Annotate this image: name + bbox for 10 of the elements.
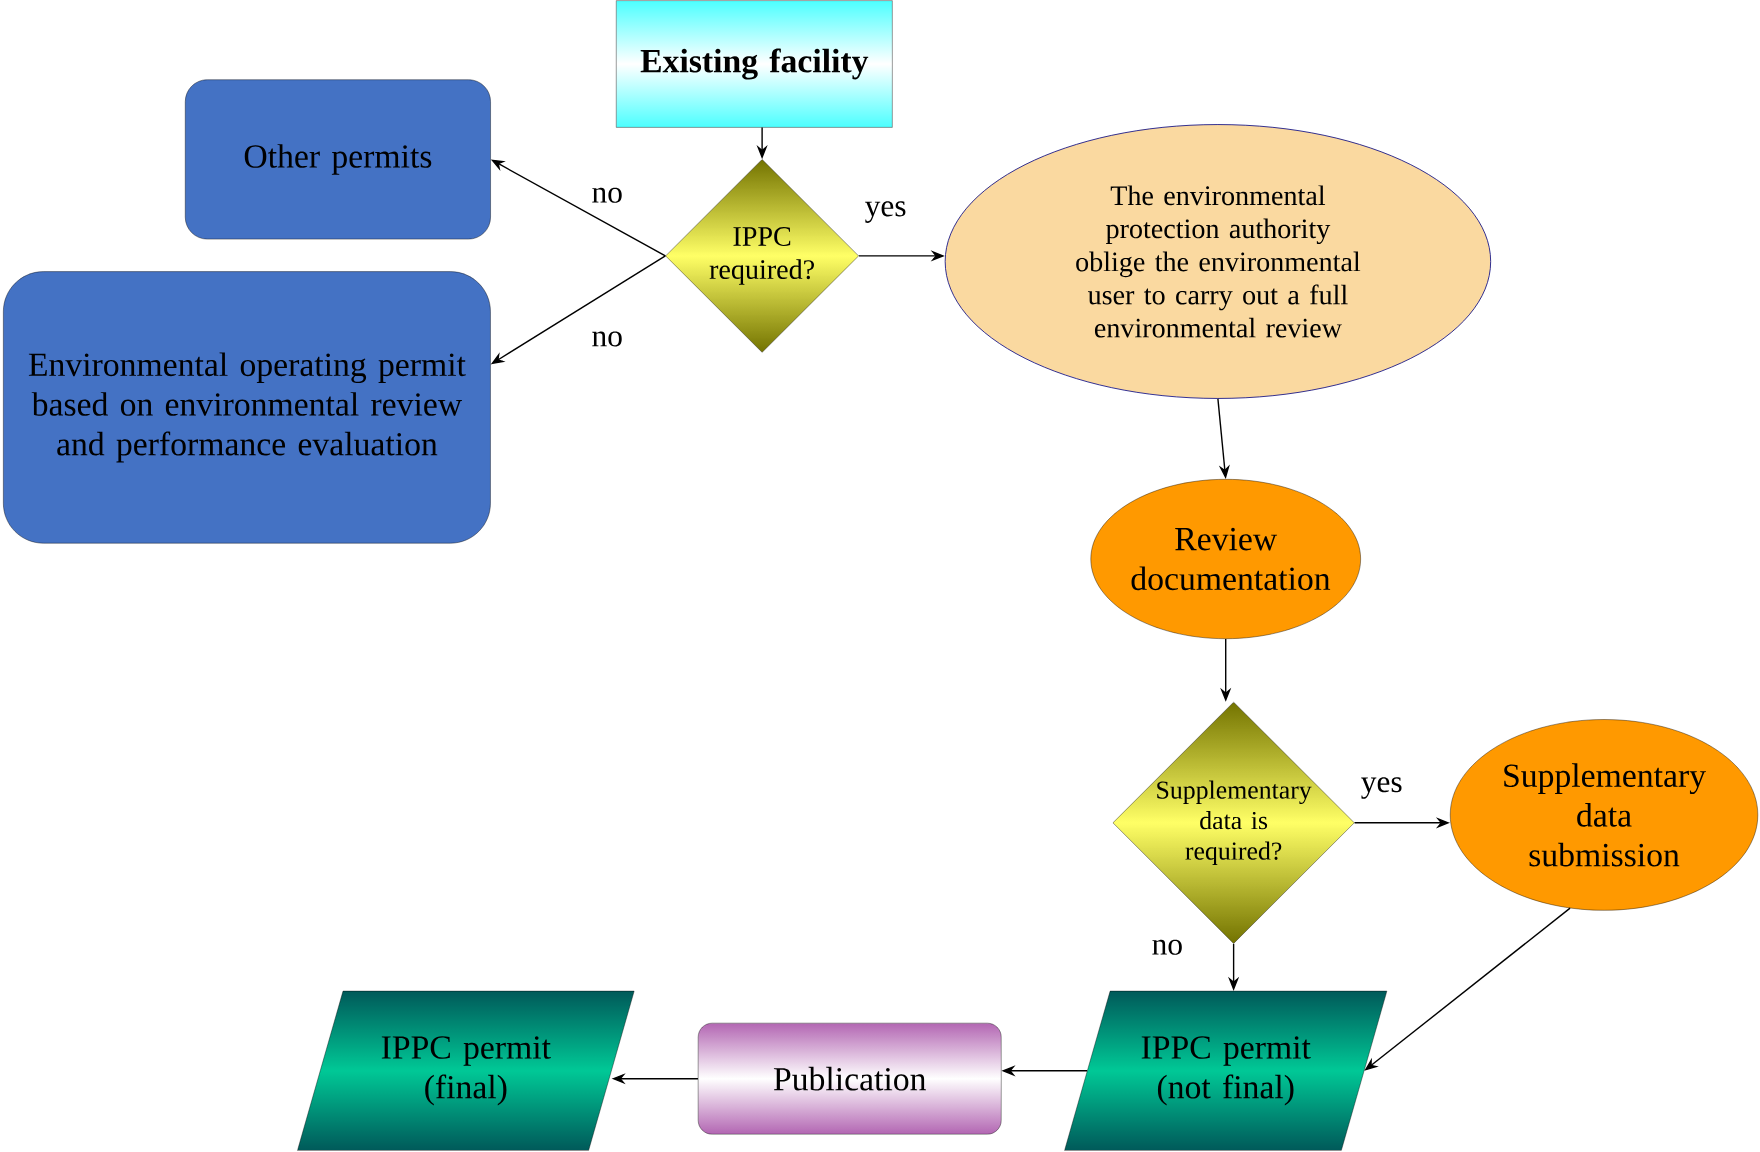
- process-box: Other permits: [185, 79, 491, 240]
- start-box: Existing facility: [616, 0, 893, 128]
- edge-label: no: [592, 187, 622, 203]
- edge-label: yes: [1361, 777, 1402, 799]
- data-parallelogram: IPPC permit (not final): [1064, 990, 1388, 1151]
- process-box: Publication: [697, 1022, 1002, 1135]
- data-parallelogram: IPPC permit (final): [297, 990, 635, 1151]
- edge-label: yes: [865, 201, 906, 223]
- process-box: Environmental operating permit based on environmental review and performance evaluation: [3, 271, 491, 544]
- edge-label: no: [592, 331, 622, 347]
